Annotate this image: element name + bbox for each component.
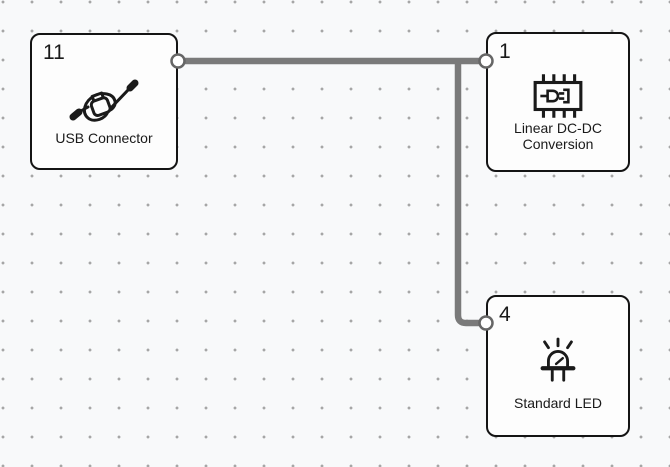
node-number-badge: 1 [499, 40, 511, 63]
node-linear-dcdc-conversion[interactable]: 1 Linear DC-DC Conversion [486, 32, 630, 172]
node-number-badge: 11 [43, 41, 65, 64]
node-icon-wrap [32, 75, 176, 125]
led-icon [540, 337, 576, 382]
usb-cable-icon [69, 79, 139, 122]
port-dcdc-input[interactable] [478, 53, 494, 69]
port-led-input[interactable] [478, 315, 494, 331]
chip-plug-icon [533, 74, 583, 118]
node-number-badge: 4 [499, 303, 511, 326]
port-usb-output[interactable] [170, 53, 186, 69]
node-icon-wrap [488, 72, 628, 120]
wire-usb-to-led[interactable] [454, 61, 486, 327]
node-standard-led[interactable]: 4 Standard LED [486, 295, 630, 437]
node-label: Linear DC-DC Conversion [514, 119, 602, 152]
node-label: USB Connector [55, 129, 153, 146]
node-label: Standard LED [514, 394, 602, 411]
node-icon-wrap [488, 337, 628, 387]
node-usb-connector[interactable]: 11 USB Connector [30, 33, 178, 170]
